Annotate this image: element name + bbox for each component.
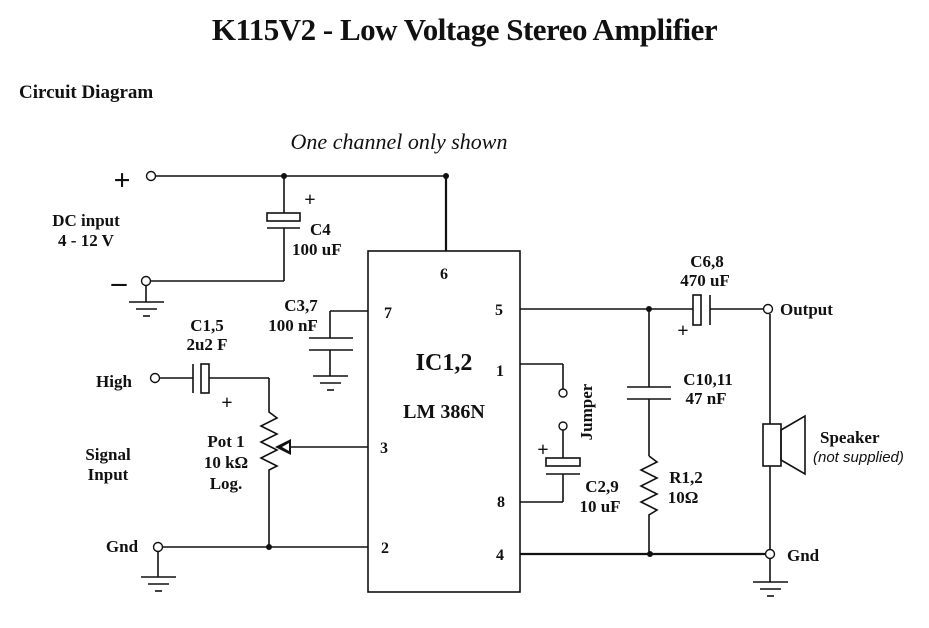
- c68-ref: C6,8: [690, 252, 724, 271]
- minus-symbol: –: [111, 266, 128, 299]
- power-input: + – DC input 4 - 12 V: [52, 164, 449, 317]
- pin-8-label: 8: [497, 494, 505, 511]
- gain-jumper: Jumper: [520, 363, 596, 440]
- capacitor-c15: C1,5 2u2 F +: [160, 316, 269, 414]
- c4-value: 100 uF: [292, 240, 342, 259]
- c1011-ref: C10,11: [683, 370, 733, 389]
- pin-3-label: 3: [380, 440, 388, 457]
- output-section: [520, 306, 765, 557]
- ground-icon: [753, 581, 788, 597]
- ground-icon: [313, 375, 348, 391]
- c4-ref: C4: [310, 220, 331, 239]
- junction-dot: [647, 551, 653, 557]
- jumper-label: Jumper: [577, 383, 596, 440]
- c68-value: 470 uF: [680, 271, 730, 290]
- gnd-input-label: Gnd: [106, 537, 139, 556]
- section-heading: Circuit Diagram: [19, 82, 154, 103]
- c29-value: 10 uF: [579, 497, 620, 516]
- c29-polarity: +: [537, 439, 548, 461]
- high-input-terminal[interactable]: [149, 372, 161, 384]
- c1011-value: 47 nF: [685, 389, 726, 408]
- capacitor-c37: C3,7 100 nF: [268, 296, 368, 391]
- speaker-label: Speaker: [820, 428, 880, 447]
- c15-polarity: +: [221, 392, 232, 414]
- r12-value: 10Ω: [668, 488, 699, 507]
- capacitor-c4: + C4 100 uF: [266, 176, 342, 281]
- output-terminal[interactable]: [762, 303, 774, 315]
- c29-ref: C2,9: [585, 477, 619, 496]
- pin-5-label: 5: [495, 302, 503, 319]
- positive-terminal[interactable]: [145, 170, 157, 182]
- ic-name: IC1,2: [416, 350, 473, 376]
- negative-terminal[interactable]: [140, 275, 152, 287]
- capacitor-c29: + C2,9 10 uF: [520, 430, 621, 516]
- output-label: Output: [780, 300, 833, 319]
- gnd-output-terminal[interactable]: [764, 548, 776, 560]
- dc-voltage-label: 4 - 12 V: [58, 231, 115, 250]
- c15-value: 2u2 F: [186, 335, 227, 354]
- pin-4-label: 4: [496, 547, 504, 564]
- pin-1-label: 1: [496, 363, 504, 380]
- pot-taper: Log.: [210, 474, 243, 493]
- high-label: High: [96, 372, 132, 391]
- capacitor-c68: C6,8 470 uF +: [677, 252, 763, 342]
- resistor-r12: R1,2 10Ω: [639, 455, 703, 554]
- gnd-output-label: Gnd: [787, 546, 820, 565]
- pot-resistor-track: [259, 378, 279, 547]
- plus-symbol: +: [113, 164, 130, 197]
- r12-ref: R1,2: [669, 468, 703, 487]
- c4-polarity: +: [304, 189, 315, 211]
- ic-lm386: IC1,2 LM 386N 6 7 5 1 3 8 2 4: [367, 250, 521, 593]
- signal-input: High Signal Input Gnd: [85, 372, 368, 592]
- speaker-icon: [762, 314, 806, 549]
- jumper-pin-2[interactable]: [558, 421, 568, 431]
- speaker-note: (not supplied): [813, 449, 904, 466]
- ic-part: LM 386N: [403, 401, 485, 423]
- c15-ref: C1,5: [190, 316, 224, 335]
- pin-7-label: 7: [384, 305, 392, 322]
- pot-ref: Pot 1: [207, 432, 244, 451]
- pin-6-label: 6: [440, 266, 448, 283]
- c37-value: 100 nF: [268, 316, 318, 335]
- capacitor-c1011: C10,11 47 nF: [627, 309, 733, 456]
- ic-body: [367, 250, 521, 593]
- signal-label: Signal: [85, 445, 131, 464]
- input-label: Input: [88, 465, 129, 484]
- pin-2-label: 2: [381, 540, 389, 557]
- gnd-input-terminal[interactable]: [152, 541, 164, 553]
- pot-value: 10 kΩ: [204, 453, 248, 472]
- c37-ref: C3,7: [284, 296, 318, 315]
- page-title: K115V2 - Low Voltage Stereo Amplifier: [211, 12, 718, 47]
- potentiometer-pot1: Pot 1 10 kΩ Log.: [204, 378, 368, 547]
- diagram-note: One channel only shown: [291, 129, 508, 154]
- c68-polarity: +: [677, 320, 688, 342]
- jumper-pin-1[interactable]: [558, 388, 568, 398]
- dc-input-label: DC input: [52, 211, 120, 230]
- ground-icon: [141, 576, 176, 592]
- ground-icon: [129, 301, 164, 317]
